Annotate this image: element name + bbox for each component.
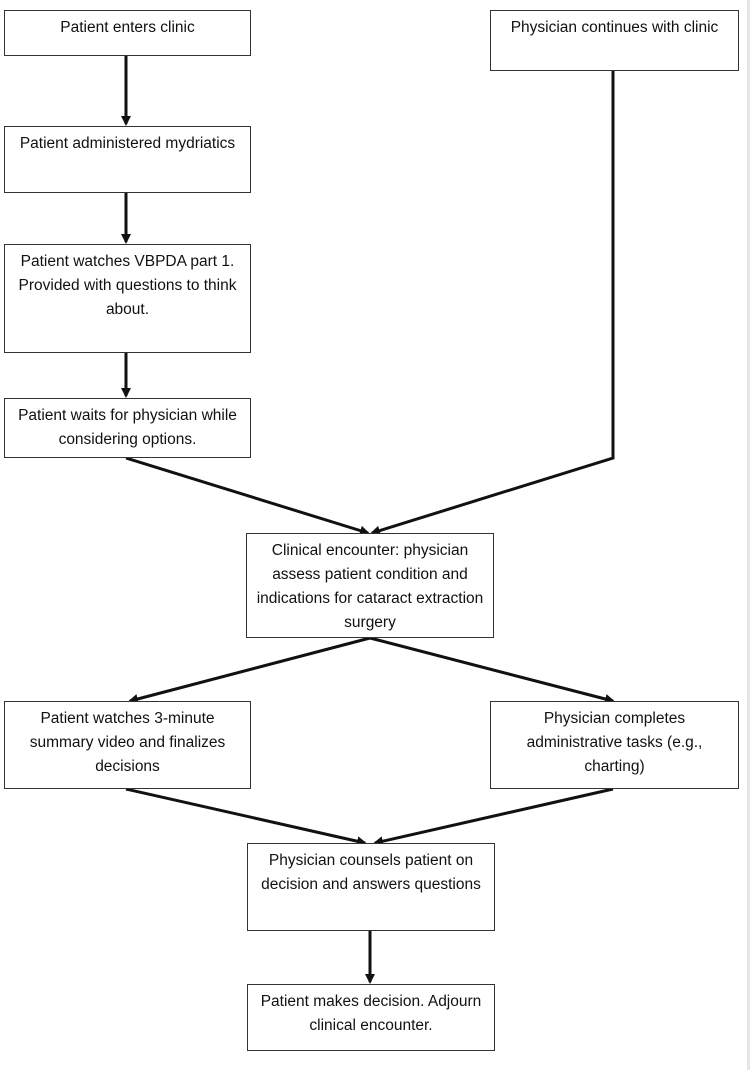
page-edge-shadow [747,0,750,1070]
arrow-continue-to-encounter [370,71,615,536]
node-patient-enters-clinic: Patient enters clinic [4,10,251,56]
node-patient-watches-summary: Patient watches 3-minute summary video a… [4,701,251,789]
arrow-summary-to-counsel [125,787,367,847]
node-patient-makes-decision: Patient makes decision. Adjourn clinical… [247,984,495,1051]
node-patient-administered-mydriatics: Patient administered mydriatics [4,126,251,193]
node-patient-watches-vbpda: Patient watches VBPDA part 1. Provided w… [4,244,251,353]
arrow-encounter-to-admin [369,636,615,704]
arrow-encounter-to-summary [128,636,371,704]
node-patient-waits: Patient waits for physician while consid… [4,398,251,458]
arrow-wait-to-encounter [125,456,370,536]
node-clinical-encounter: Clinical encounter: physician assess pat… [246,533,494,638]
node-physician-admin-tasks: Physician completes administrative tasks… [490,701,739,789]
arrow-admin-to-counsel [373,787,614,847]
node-physician-counsels: Physician counsels patient on decision a… [247,843,495,931]
node-physician-continues: Physician continues with clinic [490,10,739,71]
